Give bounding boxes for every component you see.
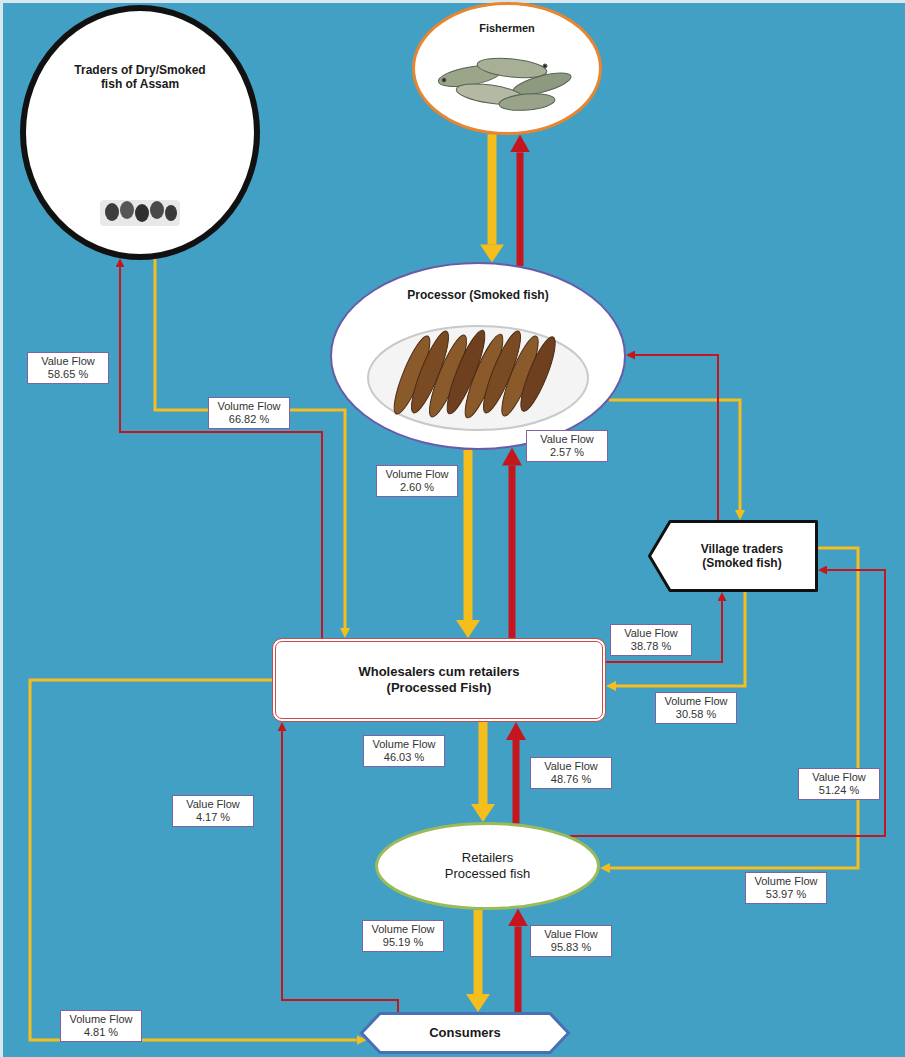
- flow-arrow: [488, 134, 497, 244]
- flow-label: Value Flow 48.76 %: [530, 757, 612, 789]
- flow-arrow: [570, 570, 885, 836]
- node-text-block: Village traders (Smoked fish): [648, 520, 818, 592]
- dry-fish: [120, 201, 134, 219]
- smoked-fish: [423, 332, 473, 420]
- node-text-block: Retailers Processed fish: [375, 822, 600, 910]
- flow-arrow: [479, 722, 488, 804]
- wholesaler-box: Wholesalers cum retailers (Processed Fis…: [272, 638, 606, 722]
- smoked-fish-picture: [368, 326, 588, 430]
- fresh-fish-picture: [437, 55, 573, 112]
- node-outline: [20, 5, 260, 260]
- fish-shape: [437, 62, 503, 91]
- flow-arrow: [155, 259, 345, 628]
- fish-eye: [442, 78, 446, 82]
- node-label: Traders of Dry/Smoked fish of Assam: [70, 63, 210, 92]
- node-text-block: Wholesalers cum retailers (Processed Fis…: [276, 642, 602, 718]
- retailer-ellipse: Retailers Processed fish: [375, 822, 600, 910]
- node-label: Processor (Smoked fish): [378, 288, 578, 302]
- fish-shape: [511, 69, 573, 100]
- dry-fish: [165, 205, 177, 221]
- dry-fish: [150, 201, 164, 219]
- flow-arrow: [610, 548, 858, 868]
- trader-tag: Village traders (Smoked fish): [648, 520, 818, 592]
- outline-ellipse: [377, 824, 599, 909]
- fish-shape: [476, 55, 547, 80]
- smoked-fish: [459, 331, 509, 421]
- smoked-fish: [515, 334, 562, 415]
- consumer-hexagon: Consumers: [360, 1012, 570, 1054]
- fish-shape: [455, 80, 525, 107]
- flow-label: Value Flow 58.65 %: [27, 352, 109, 384]
- node-outline: [412, 2, 602, 135]
- flow-arrow: [509, 466, 516, 639]
- dry-fish: [135, 204, 149, 222]
- flow-arrow: [474, 910, 483, 994]
- flow-label: Value Flow 4.17 %: [172, 795, 254, 827]
- flow-arrow: [464, 450, 473, 620]
- smoked-fish: [388, 333, 436, 418]
- flow-label: Volume Flow 30.58 %: [655, 692, 737, 724]
- smoked-fish: [405, 328, 455, 416]
- flow-arrow: [515, 926, 522, 1012]
- node-text-block: Processor (Smoked fish): [330, 288, 626, 302]
- node-label: Retailers Processed fish: [435, 850, 541, 881]
- outline-ellipse: [414, 4, 601, 134]
- flow-arrow: [517, 152, 524, 266]
- flow-label: Volume Flow 95.19 %: [362, 920, 444, 952]
- outline-tag: [650, 522, 817, 591]
- flow-label: Volume Flow 66.82 %: [208, 397, 290, 429]
- outline-ellipse: [23, 8, 257, 257]
- plate: [368, 326, 588, 430]
- node-text-block: Traders of Dry/Smoked fish of Assam: [20, 63, 260, 92]
- flow-label: Value Flow 38.78 %: [610, 624, 692, 656]
- node-text-block: Fishermen: [412, 22, 602, 35]
- flow-arrow: [513, 740, 520, 823]
- fish-shape: [498, 92, 555, 113]
- flow-arrow: [609, 400, 740, 510]
- flow-label: Volume Flow 4.81 %: [60, 1010, 142, 1042]
- flow-label: Value Flow 95.83 %: [530, 925, 612, 957]
- dry-fish: [105, 203, 119, 221]
- node-label: Consumers: [429, 1025, 501, 1041]
- flow-label: Volume Flow 53.97 %: [745, 872, 827, 904]
- source-circle: Fishermen: [412, 2, 602, 135]
- flow-label: Volume Flow 2.60 %: [376, 465, 458, 497]
- fish-eye: [543, 64, 547, 68]
- outline-ellipse: [331, 263, 625, 449]
- flow-label: Value Flow 2.57 %: [526, 430, 608, 462]
- flow-arrow: [606, 601, 722, 662]
- outline-hexagon: [362, 1014, 569, 1053]
- node-text-block: Consumers: [360, 1012, 570, 1054]
- photo-ground: [100, 200, 180, 226]
- trader-circle: Traders of Dry/Smoked fish of Assam: [20, 5, 260, 260]
- node-label: Village traders (Smoked fish): [685, 542, 800, 571]
- node-label: Wholesalers cum retailers (Processed Fis…: [329, 664, 549, 695]
- flow-arrow: [30, 680, 357, 1040]
- processor-ellipse: Processor (Smoked fish): [330, 262, 626, 450]
- dry-fish-picture: [100, 200, 180, 226]
- flow-arrow: [120, 267, 322, 638]
- flow-label: Volume Flow 46.03 %: [363, 735, 445, 767]
- node-label: Fishermen: [432, 22, 582, 35]
- smoked-fish: [441, 327, 491, 417]
- flow-arrow: [635, 355, 718, 520]
- flow-label: Value Flow 51.24 %: [798, 768, 880, 800]
- smoked-fish: [477, 328, 527, 416]
- smoked-fish: [496, 333, 545, 419]
